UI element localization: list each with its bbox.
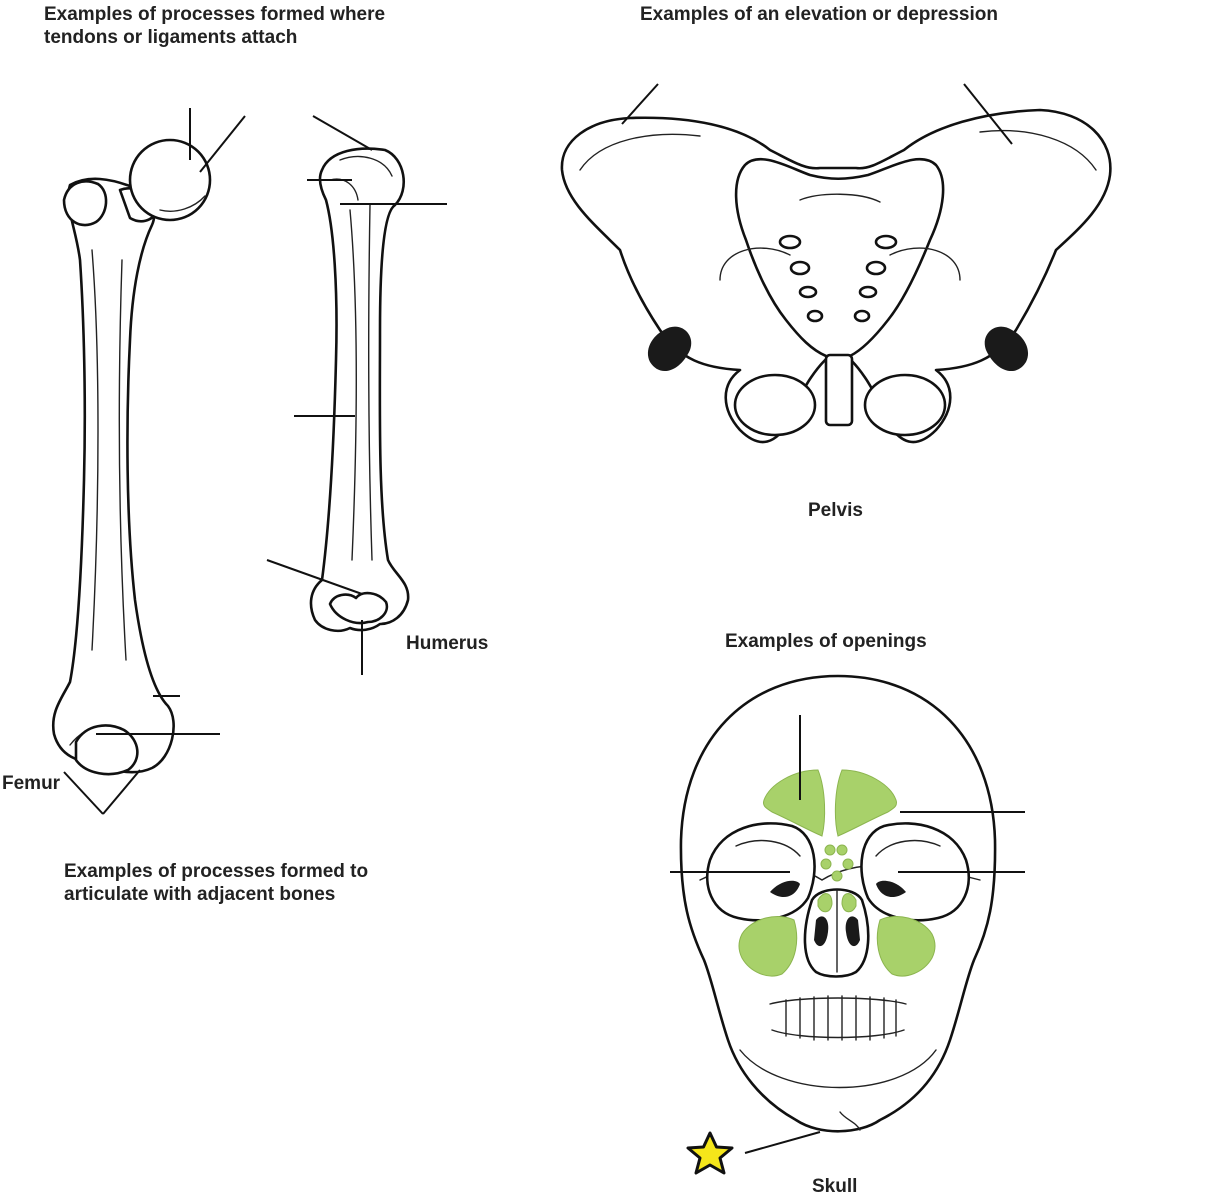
heading-articulating-processes: Examples of processes formed to articula… xyxy=(64,860,368,906)
label-femur: Femur xyxy=(2,773,61,794)
skull-jaw-line xyxy=(739,1049,937,1089)
humerus-shaft-line xyxy=(349,209,357,561)
skull-sinus-nasal-right xyxy=(841,893,857,913)
skull-sinus-frontal-right xyxy=(834,769,897,837)
skull-orbit-fissure-right xyxy=(876,880,906,898)
pelvis-illustration xyxy=(560,83,1112,444)
skull-upper-teeth-line xyxy=(769,997,907,1005)
pelvis-iliac-crest-left xyxy=(579,133,701,171)
skull-chin xyxy=(839,1111,861,1131)
skull-sinus-ethmoid-1 xyxy=(824,844,836,856)
skull-sinus-maxillary-left xyxy=(738,916,798,977)
humerus-shaft-line-2 xyxy=(367,204,373,561)
heading-openings: Examples of openings xyxy=(725,631,927,652)
label-pelvis: Pelvis xyxy=(808,500,863,521)
skull-sinus-ethmoid-5 xyxy=(831,870,843,882)
pelvis-sacral-foramen-1 xyxy=(778,234,802,250)
pelvis-sacral-foramen-6 xyxy=(858,285,878,299)
skull-lower-teeth-line xyxy=(771,1029,905,1039)
skull-sinus-frontal-left xyxy=(763,769,826,837)
label-skull: Skull xyxy=(812,1176,858,1197)
humerus-head-curve xyxy=(339,155,393,177)
skull-orbit-left-inner xyxy=(735,839,801,857)
skull-teeth-dividers xyxy=(785,995,897,1041)
pelvis-sacral-foramen-2 xyxy=(874,234,898,250)
femur-head-fovea xyxy=(159,195,206,212)
humerus-illustration xyxy=(266,115,447,675)
skull-sinus-ethmoid-3 xyxy=(820,858,832,870)
pelvis-leader-left xyxy=(621,83,659,125)
pelvis-acetabulum-left xyxy=(647,326,692,372)
skull-nasal-turbinate-right xyxy=(845,916,860,947)
heading-tendon-processes-line2: tendons or ligaments attach xyxy=(44,27,298,48)
pelvis-sacral-foramen-7 xyxy=(806,309,824,323)
heading-articulating-processes-line1: Examples of processes formed to xyxy=(64,861,369,882)
femur-pointer-right xyxy=(102,769,141,815)
pelvis-sacrum xyxy=(734,158,945,359)
heading-articulating-processes-line2: articulate with adjacent bones xyxy=(64,884,336,905)
heading-tendon-processes: Examples of processes formed where tendo… xyxy=(44,3,385,49)
star-icon xyxy=(686,1131,734,1175)
femur-illustration xyxy=(51,108,246,815)
skull-sinus-ethmoid-4 xyxy=(842,858,854,870)
pelvis-brim-right xyxy=(889,247,961,281)
skull-orbit-right-inner xyxy=(875,839,941,857)
pelvis-obturator-right xyxy=(863,373,947,437)
pelvis-sacral-foramen-8 xyxy=(853,309,871,323)
label-humerus: Humerus xyxy=(406,633,489,654)
femur-shaft-line-2 xyxy=(118,259,127,661)
skull-nasal-turbinate-left xyxy=(814,916,829,947)
skull-leader-mental-foramen xyxy=(744,1131,821,1154)
humerus-trochlea xyxy=(328,591,389,625)
pelvis-sacral-foramen-4 xyxy=(865,260,887,276)
humerus-outline xyxy=(309,147,410,633)
humerus-leader-epicondyle xyxy=(266,559,363,595)
pelvis-sacrum-top xyxy=(799,193,881,203)
femur-pointer-left xyxy=(63,771,104,815)
heading-tendon-processes-line1: Examples of processes formed where xyxy=(44,4,386,25)
humerus-leader-head xyxy=(312,115,373,151)
pelvis-leader-right xyxy=(963,83,1013,145)
skull-orbit-fissure-left xyxy=(770,880,800,898)
femur-head xyxy=(128,138,212,222)
skull-sinus-ethmoid-2 xyxy=(836,844,848,856)
skull-sinus-maxillary-right xyxy=(876,916,936,977)
skull-sinus-nasal-left xyxy=(817,893,833,913)
femur-shaft-line xyxy=(91,249,99,651)
heading-elevation-depression: Examples of an elevation or depression xyxy=(640,4,998,25)
femur-leader-head xyxy=(199,115,246,173)
femur-greater-trochanter xyxy=(62,180,108,227)
pelvis-sacral-foramen-5 xyxy=(798,285,818,299)
femur-shaft xyxy=(51,177,175,774)
pelvis-iliac-crest-right xyxy=(979,129,1097,171)
pelvis-brim-left xyxy=(719,247,791,281)
skull-illustration xyxy=(670,674,1025,1154)
pelvis-obturator-left xyxy=(733,373,817,437)
pelvis-pubic-symphysis xyxy=(824,353,854,427)
pelvis-acetabulum-right xyxy=(984,326,1029,372)
pelvis-sacral-foramen-3 xyxy=(789,260,811,276)
femur-patellar-surface xyxy=(74,724,139,776)
